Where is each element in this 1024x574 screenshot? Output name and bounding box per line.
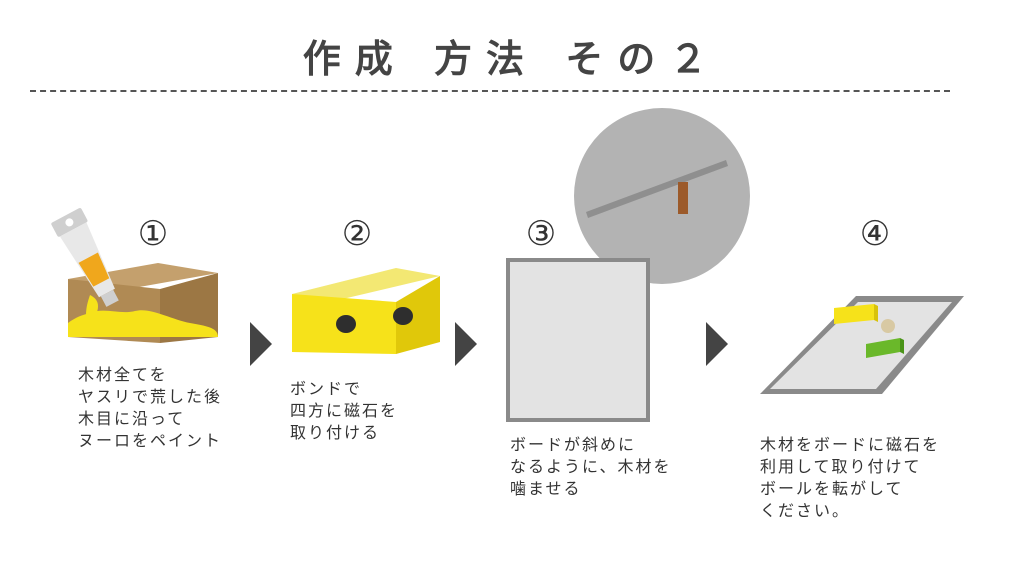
- step-3-description: ボードが斜めに なるように、木材を 噛ませる: [510, 435, 672, 498]
- board-square: [506, 258, 650, 422]
- ball-icon: [881, 319, 895, 333]
- arrow-2-to-3: [455, 322, 477, 366]
- paint-tube-icon: [51, 208, 119, 307]
- step-4-number: ④: [859, 214, 891, 254]
- paint-drip: [86, 295, 98, 315]
- board-surface: [770, 302, 952, 389]
- step-3-illustration: [506, 108, 750, 422]
- yellow-block-side: [874, 304, 878, 322]
- step-2-description: ボンドで 四方に磁石を 取り付ける: [290, 379, 399, 442]
- tilt-detail-circle: [574, 108, 750, 284]
- dashed-divider: [30, 90, 950, 92]
- block-side: [396, 276, 440, 354]
- step-2-number: ②: [341, 214, 373, 254]
- step-4-illustration: [760, 296, 964, 394]
- wood-support: [678, 182, 688, 214]
- step-1-illustration: [51, 208, 218, 343]
- block-top: [292, 268, 440, 302]
- green-block: [866, 338, 900, 358]
- green-block-side: [900, 338, 904, 354]
- step-1-number: ①: [137, 214, 169, 254]
- step-3-number: ③: [525, 214, 557, 254]
- arrow-3-to-4: [706, 322, 728, 366]
- arrow-1-to-2: [250, 322, 272, 366]
- step-2-illustration: [292, 268, 440, 354]
- step-1-description: 木材全てを ヤスリで荒した後 木目に沿って ヌーロをペイント: [78, 365, 223, 450]
- magnet-right: [393, 307, 413, 325]
- yellow-block: [834, 304, 874, 324]
- paint-puddle: [68, 310, 218, 337]
- tilted-board: [586, 160, 728, 218]
- step-4-description: 木材をボードに磁石を 利用して取り付けて ボールを転がして ください。: [760, 435, 941, 520]
- page-title: 作成 方法 その２: [302, 37, 722, 81]
- magnet-left: [336, 315, 356, 333]
